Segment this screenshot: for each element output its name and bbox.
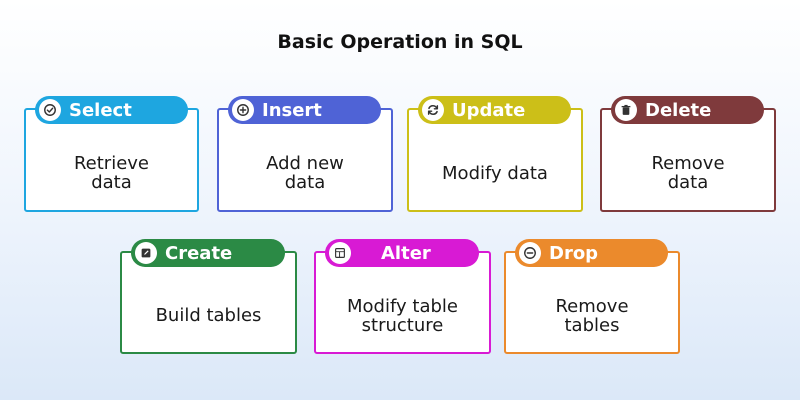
pill-label: Alter: [381, 242, 431, 264]
pill-label: Update: [452, 99, 526, 121]
card-description: Retrieve data: [73, 153, 150, 193]
pill-label: Select: [69, 99, 132, 121]
edit-square-icon: [135, 242, 157, 264]
pill-delete: Delete: [611, 96, 764, 124]
pill-update: Update: [418, 96, 571, 124]
card-description: Add new data: [266, 153, 344, 193]
modify-table-icon: [329, 242, 351, 264]
pill-label: Drop: [549, 242, 599, 264]
pill-label: Insert: [262, 99, 322, 121]
pill-label: Create: [165, 242, 233, 264]
pill-alter: Alter: [325, 239, 479, 267]
pill-create: Create: [131, 239, 285, 267]
card-insert: Add new data: [217, 108, 393, 212]
card-alter: Modify table structure: [314, 251, 491, 354]
trash-icon: [615, 99, 637, 121]
plus-circle-icon: [232, 99, 254, 121]
check-circle-icon: [39, 99, 61, 121]
card-description: Modify data: [442, 162, 548, 184]
card-description: Remove data: [651, 153, 725, 193]
card-description: Remove tables: [555, 295, 629, 336]
diagram-title: Basic Operation in SQL: [277, 31, 523, 53]
pill-label: Delete: [645, 99, 712, 121]
card-drop: Remove tables: [504, 251, 680, 354]
pill-drop: Drop: [515, 239, 668, 267]
card-select: Retrieve data: [24, 108, 199, 212]
refresh-icon: [422, 99, 444, 121]
card-description: Modify table structure: [347, 295, 458, 336]
card-delete: Remove data: [600, 108, 776, 212]
card-description: Build tables: [155, 305, 262, 326]
pill-insert: Insert: [228, 96, 381, 124]
pill-select: Select: [35, 96, 188, 124]
minus-circle-icon: [519, 242, 541, 264]
card-create: Build tables: [120, 251, 297, 354]
